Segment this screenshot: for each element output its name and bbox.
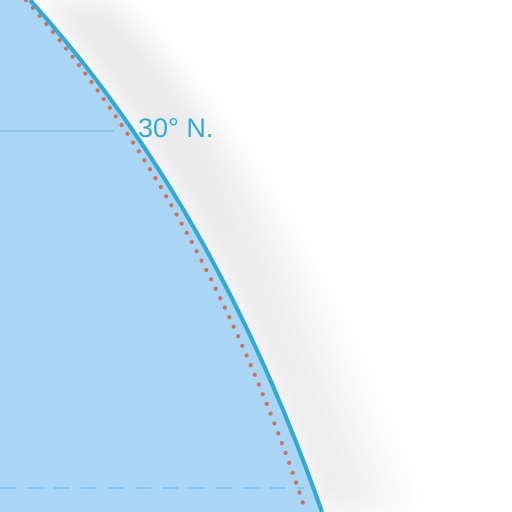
globe-halo-shadow <box>36 0 420 512</box>
globe-edge <box>28 0 324 512</box>
latitude-label: 30° N. <box>138 113 213 143</box>
ocean-area <box>0 0 322 512</box>
